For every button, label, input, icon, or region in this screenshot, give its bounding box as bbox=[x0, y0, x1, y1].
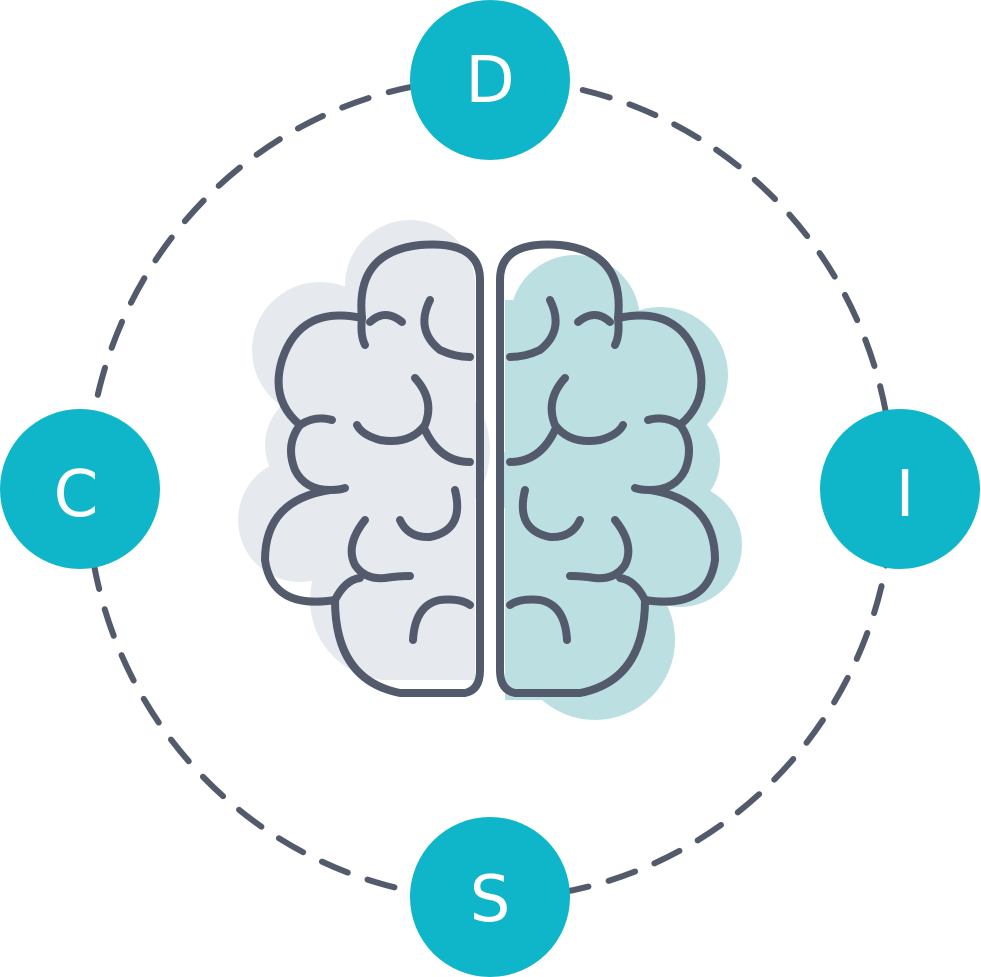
dashed-ring bbox=[84, 76, 896, 902]
node-top[interactable]: D bbox=[410, 0, 570, 160]
left-hemisphere-folds bbox=[296, 296, 474, 644]
left-hemisphere-shadow bbox=[238, 220, 490, 680]
brain-icon bbox=[238, 220, 742, 720]
node-bottom[interactable]: S bbox=[410, 817, 570, 977]
right-hemisphere-folds bbox=[506, 296, 684, 644]
node-left[interactable]: C bbox=[0, 409, 160, 569]
right-hemisphere-outline bbox=[496, 240, 719, 697]
node-left-label: C bbox=[54, 458, 99, 532]
node-right-label: I bbox=[896, 458, 915, 532]
node-right[interactable]: I bbox=[820, 409, 980, 569]
left-hemisphere-outline bbox=[261, 240, 484, 697]
node-bottom-label: S bbox=[470, 863, 511, 937]
node-top-label: D bbox=[465, 44, 514, 118]
